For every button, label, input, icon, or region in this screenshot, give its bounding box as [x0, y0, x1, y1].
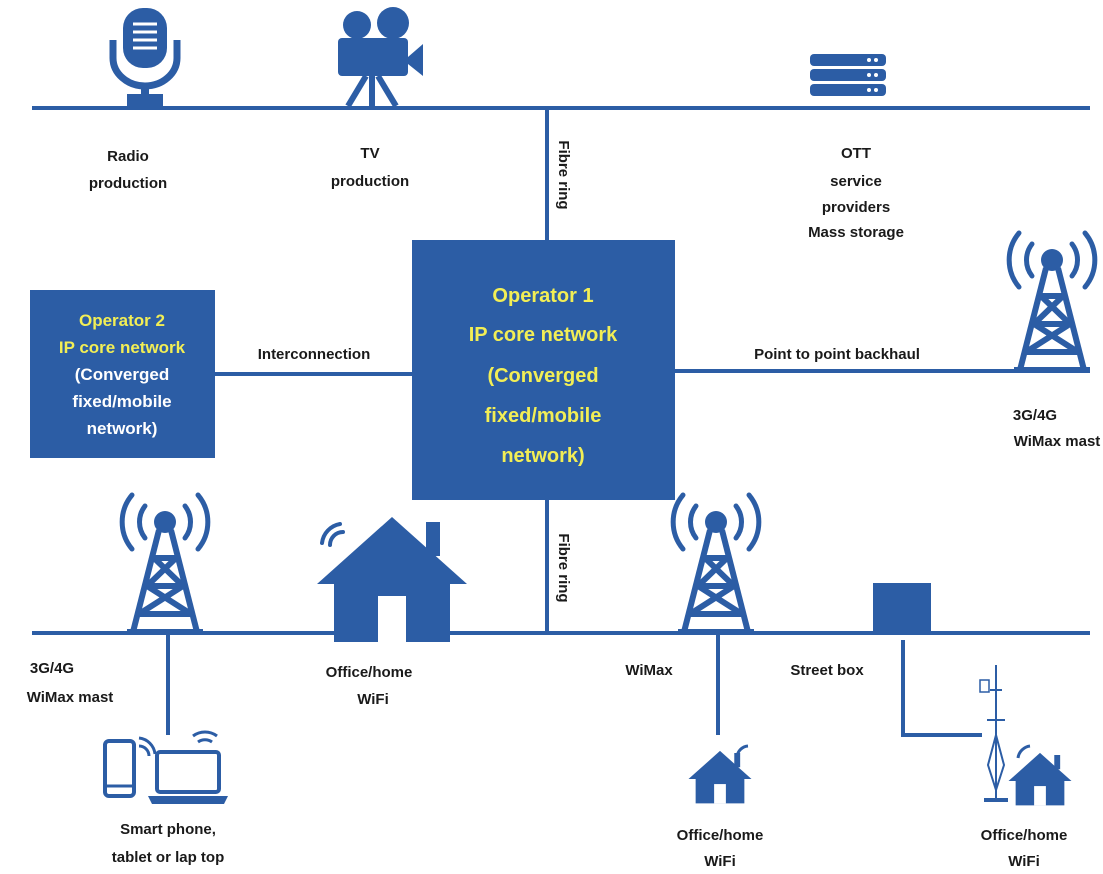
backhaul-label: Point to point backhaul — [754, 346, 920, 363]
server-stack-icon — [810, 54, 886, 96]
street-box-drop-line — [901, 640, 982, 737]
operator1-line3: fixed/mobile — [485, 405, 602, 427]
office1-label-line2: WiFi — [357, 691, 389, 708]
left-mast-label-line1: 3G/4G — [30, 660, 74, 677]
tv-label-line2: production — [331, 173, 409, 190]
operator1-box: Operator 1 IP core network (Converged fi… — [412, 240, 675, 500]
office3-label-line2: WiFi — [1008, 853, 1040, 869]
smartphone-icon — [103, 736, 157, 798]
left-mast-icon — [122, 495, 208, 632]
ott-label-line3: providers — [822, 199, 890, 216]
fibre-ring-top-label: Fibre ring — [555, 140, 572, 209]
operator1-line2: (Converged — [487, 365, 598, 387]
ott-label-line2: service — [830, 173, 882, 190]
ott-label-line1: OTT — [841, 145, 871, 162]
operator2-box: Operator 2 IP core network (Converged fi… — [30, 290, 215, 458]
wimax-label: WiMax — [625, 662, 673, 679]
microphone-icon — [109, 8, 181, 108]
street-box-icon — [873, 583, 931, 635]
operator1-line1: IP core network — [469, 324, 618, 346]
operator2-line2: (Converged — [75, 365, 169, 384]
house-icon-office1 — [317, 517, 467, 642]
right-mast-label-line1: 3G/4G — [1013, 407, 1057, 424]
right-mast-icon — [1009, 233, 1095, 370]
left-mast-label-line2: WiMax mast — [27, 689, 114, 706]
street-box-label: Street box — [790, 662, 864, 679]
wimax-mast-icon — [673, 495, 759, 632]
small-mast-icon — [979, 665, 1008, 802]
devices-label-line1: Smart phone, — [120, 821, 216, 838]
operator2-title: Operator 2 — [79, 311, 165, 330]
operator2-line1: IP core network — [59, 338, 186, 357]
tv-label-line1: TV — [360, 145, 379, 162]
operator2-line4: network) — [87, 419, 158, 438]
office2-label-line2: WiFi — [704, 853, 736, 869]
office3-label-line1: Office/home — [981, 827, 1068, 844]
radio-label-line1: Radio — [107, 148, 149, 165]
video-camera-icon — [338, 7, 423, 108]
office1-label-line1: Office/home — [326, 664, 413, 681]
fibre-ring-bottom-label: Fibre ring — [555, 533, 572, 602]
laptop-icon — [148, 730, 228, 804]
interconnection-label: Interconnection — [258, 346, 371, 363]
right-mast-label-line2: WiMax mast — [1014, 433, 1101, 450]
ott-label-line4: Mass storage — [808, 224, 904, 241]
operator2-line3: fixed/mobile — [72, 392, 171, 411]
office2-label-line1: Office/home — [677, 827, 764, 844]
house-icon-office2 — [688, 744, 752, 804]
operator1-line4: network) — [501, 445, 584, 467]
radio-label-line2: production — [89, 175, 167, 192]
devices-label-line2: tablet or lap top — [112, 849, 225, 866]
operator1-title: Operator 1 — [492, 285, 593, 307]
house-icon-office3 — [1008, 744, 1072, 806]
